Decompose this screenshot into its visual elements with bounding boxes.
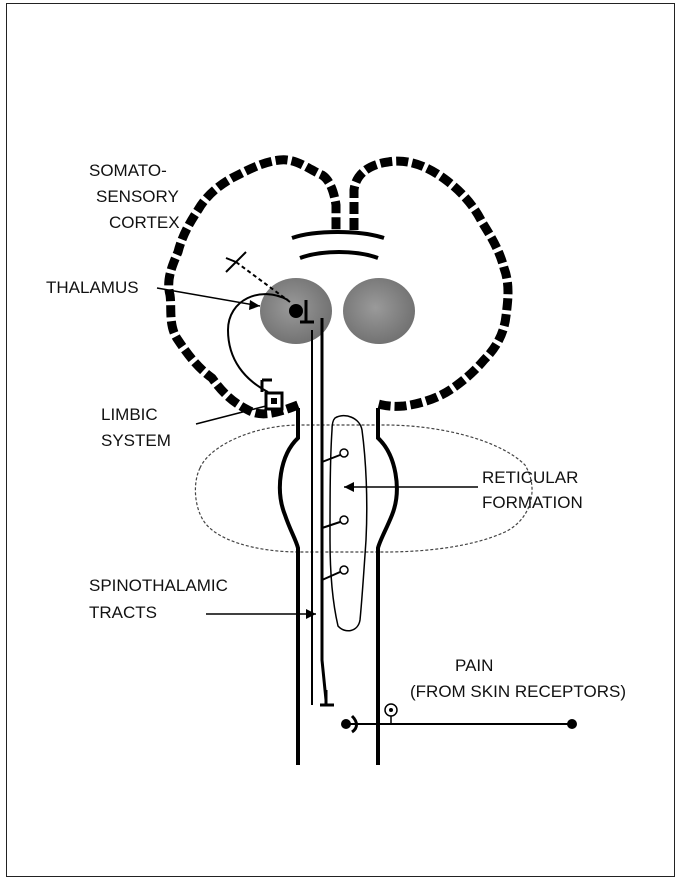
limbic-neuron-core: [271, 398, 277, 404]
pain-label: PAIN (FROM SKIN RECEPTORS): [410, 656, 626, 701]
thalamus-right: [343, 278, 415, 344]
spinothalamic-fiber: [322, 318, 326, 700]
thalamic-neuron: [289, 304, 303, 318]
corpus-callosum-upper: [292, 232, 384, 238]
skin-receptor-ending: [567, 719, 577, 729]
brainstem-left-wall: [280, 408, 298, 765]
cortex-label: SOMATO- SENSORY CORTEX: [89, 161, 183, 232]
limbic-synapse: [262, 380, 272, 392]
thalamus-label: THALAMUS: [46, 278, 139, 297]
reticular-label: RETICULAR FORMATION: [482, 468, 583, 512]
cortex-terminal: [226, 252, 246, 272]
corpus-callosum-lower: [300, 252, 378, 258]
limbic-label: LIMBIC SYSTEM: [101, 405, 171, 450]
reticular-neurons: [340, 449, 348, 574]
spinothalamic-label: SPINOTHALAMIC TRACTS: [89, 576, 233, 622]
ganglion-core: [389, 708, 393, 712]
reticular-arrowhead: [344, 482, 354, 492]
spinal-synapse: [320, 690, 334, 705]
